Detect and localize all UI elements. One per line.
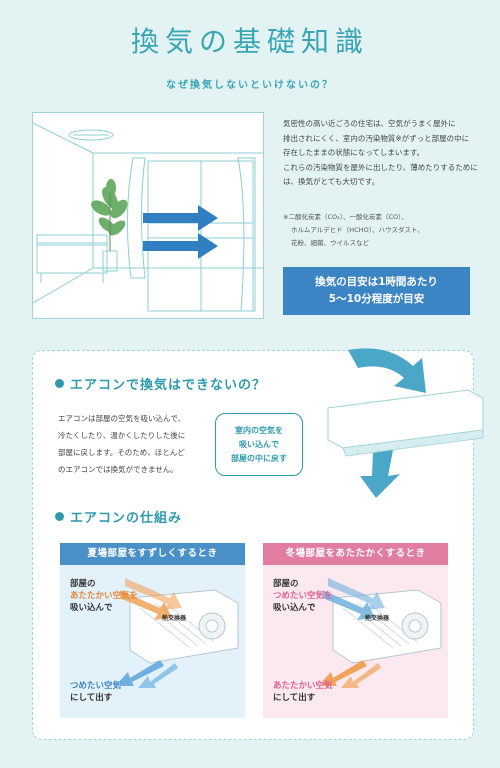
winter-line: 吸い込んで bbox=[273, 603, 316, 613]
guideline-line: 5〜10分程度が目安 bbox=[328, 293, 425, 305]
note-line: 花粉、細菌、ウイルスなど bbox=[291, 239, 369, 247]
room-drawing bbox=[32, 122, 263, 312]
note-line: ※二酸化炭素（CO₂）、一酸化炭素（CO）、 bbox=[283, 213, 408, 221]
section-bullet bbox=[55, 512, 64, 521]
heat-exchanger-label: 熱交換器 bbox=[162, 615, 187, 622]
explain-line: のエアコンでは換気ができません。 bbox=[58, 465, 178, 474]
intro-line: 存在したままの状態になってしまいます。 bbox=[283, 148, 425, 157]
summer-line: あたたかい空気を bbox=[70, 591, 139, 601]
page-title: 換気の基礎知識 bbox=[130, 25, 369, 58]
room-illustration bbox=[32, 112, 264, 319]
intro-line: は、換気がとても大切です。 bbox=[283, 177, 380, 186]
winter-ac-cutaway bbox=[323, 578, 442, 688]
intro-paragraph: 気密性の高い近ごろの住宅は、空気がうまく屋外に 排出されにくく、室内の汚染物質※… bbox=[283, 117, 478, 190]
summer-out: つめたい空気 bbox=[70, 681, 122, 691]
page-subtitle: なぜ換気しないといけないの？ bbox=[166, 80, 334, 91]
winter-panel: 冬場部屋をあたたかくするとき 熱交換器 部屋の つめたい空気を 吸い込んで あた… bbox=[263, 543, 448, 718]
winter-line: つめたい空気を bbox=[273, 591, 333, 601]
explain-line: 部屋に戻します。そのため、ほとんど bbox=[58, 448, 185, 457]
winter-out: あたたかい空気 bbox=[273, 681, 333, 691]
ac-unit-illustration bbox=[327, 348, 484, 498]
heat-exchanger-label: 熱交換器 bbox=[365, 615, 390, 622]
bubble-line: 室内の空気を bbox=[235, 425, 283, 435]
winter-line: 部屋の bbox=[273, 579, 299, 589]
summer-ac-cutaway bbox=[120, 578, 239, 688]
winter-output-text: あたたかい空気 にして出す bbox=[273, 680, 333, 704]
recirculation-bubble: 室内の空気を 吸い込んで 部屋の中に戻す bbox=[215, 413, 303, 476]
guideline-line: 換気の目安は1時間あたり bbox=[315, 276, 438, 288]
explain-line: 冷たくしたり、温かくしたりした後に bbox=[58, 431, 186, 440]
pollutant-note: ※二酸化炭素（CO₂）、一酸化炭素（CO）、 ホルムアルデヒド（HCHO）、ハウ… bbox=[283, 211, 483, 250]
summer-line: 吸い込んで bbox=[70, 603, 113, 613]
bubble-line: 部屋の中に戻す bbox=[231, 453, 287, 463]
winter-out: にして出す bbox=[273, 693, 316, 703]
explain-line: エアコンは部屋の空気を吸い込んで、 bbox=[58, 414, 186, 423]
note-line: ホルムアルデヒド（HCHO）、ハウスダスト、 bbox=[291, 226, 424, 234]
ac-explanation: エアコンは部屋の空気を吸い込んで、 冷たくしたり、温かくしたりした後に 部屋に戻… bbox=[58, 410, 218, 478]
section-bullet bbox=[55, 379, 64, 388]
summer-panel: 夏場部屋をすずしくするとき 熱交換器 部屋の あたたかい空気を 吸い込んで つめ… bbox=[60, 543, 245, 718]
ac-mechanism-heading: エアコンの仕組み bbox=[70, 511, 183, 526]
winter-intake-text: 部屋の つめたい空気を 吸い込んで bbox=[273, 578, 333, 614]
intro-line: これらの汚染物質を屋外に出したり、薄めたりするために bbox=[283, 162, 478, 172]
intro-line: 気密性の高い近ごろの住宅は、空気がうまく屋外に bbox=[283, 119, 456, 128]
winter-panel-title: 冬場部屋をあたたかくするとき bbox=[263, 543, 448, 565]
summer-output-text: つめたい空気 にして出す bbox=[70, 680, 121, 704]
summer-intake-text: 部屋の あたたかい空気を 吸い込んで bbox=[70, 578, 138, 614]
bubble-line: 吸い込んで bbox=[239, 439, 279, 449]
ac-ventilation-heading: エアコンで換気はできないの？ bbox=[70, 378, 267, 393]
summer-line: 部屋の bbox=[70, 579, 96, 589]
summer-out: にして出す bbox=[70, 693, 113, 703]
ventilation-guideline-box: 換気の目安は1時間あたり 5〜10分程度が目安 bbox=[283, 267, 470, 315]
summer-panel-title: 夏場部屋をすずしくするとき bbox=[60, 543, 245, 565]
intro-line: 排出されにくく、室内の汚染物質※がずっと部屋の中に bbox=[283, 133, 470, 143]
